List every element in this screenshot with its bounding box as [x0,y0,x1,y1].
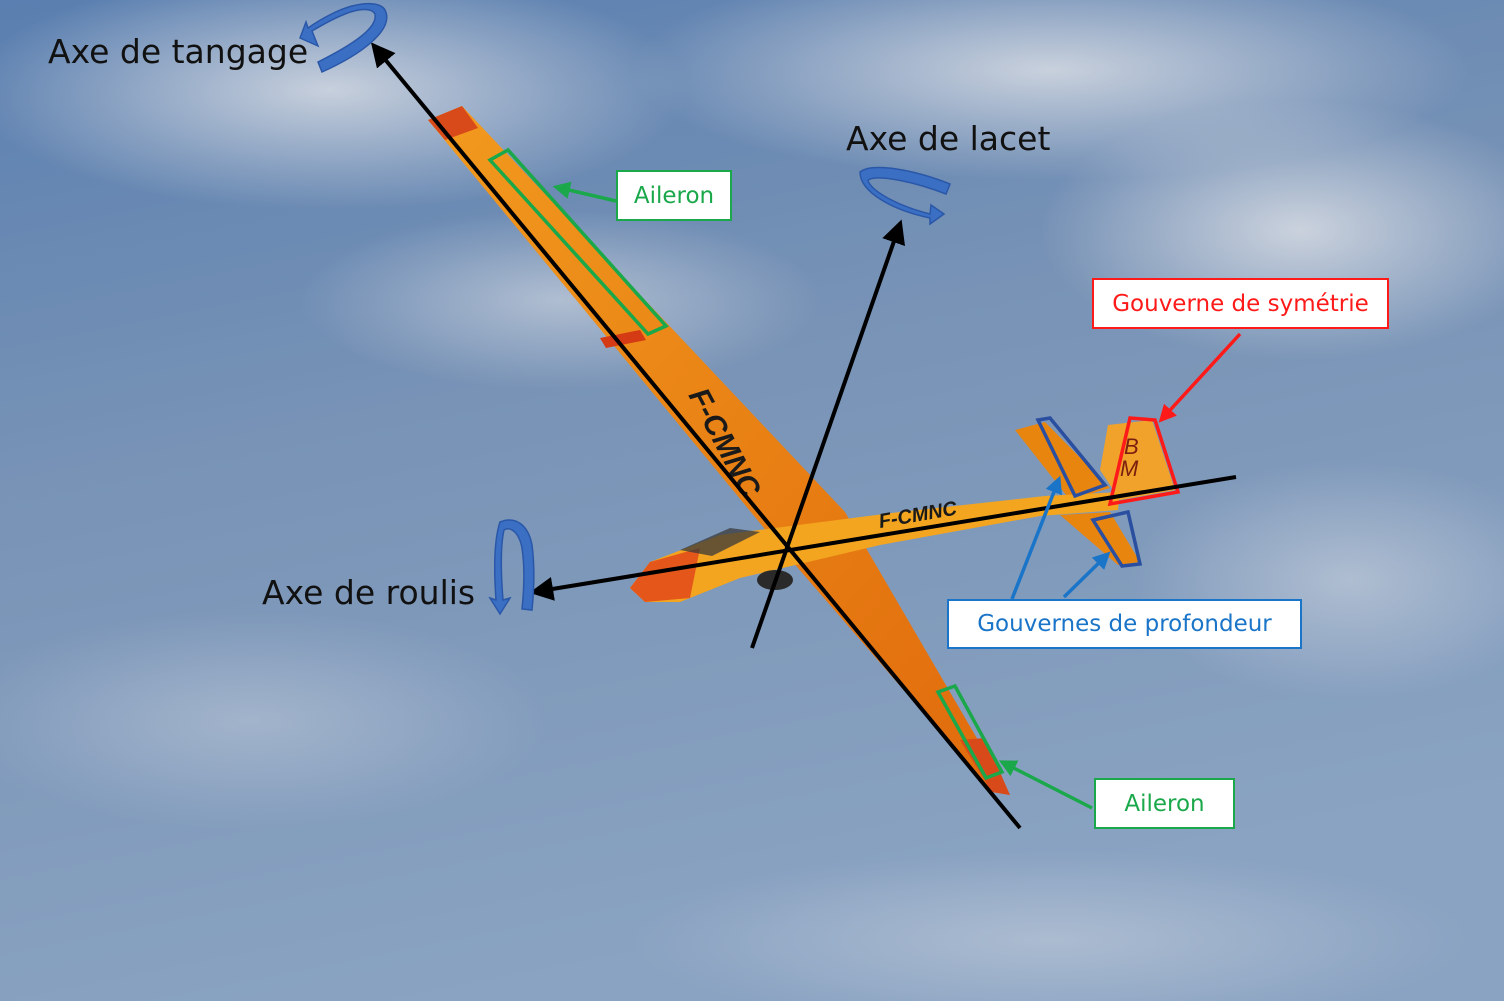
horizontal-stabilizer-upper [1015,422,1110,500]
elevator-upper-pointer [1010,475,1063,600]
aileron-top-callout: Aileron [616,170,732,221]
aileron-bottom-pointer [998,760,1093,810]
rudder-callout: Gouverne de symétrie [1092,278,1389,329]
rudder-pointer [1158,332,1242,423]
wing [428,106,1010,795]
pitch-axis-label: Axe de tangage [48,32,308,71]
wing-stripe [600,330,646,348]
fuselage-nose [630,548,700,602]
glider [428,106,1175,795]
canopy [680,528,760,556]
elevators-callout: Gouvernes de profondeur [947,599,1302,649]
fuselage [630,492,1120,602]
aileron-top-pointer [552,181,617,203]
aileron-bottom-callout: Aileron [1094,778,1235,829]
roll-axis-label: Axe de roulis [262,573,475,612]
yaw-axis [750,219,906,649]
aileron-top-outline [487,147,669,337]
wing-tip-top [428,106,478,140]
roll-rotation-arrow [488,519,535,616]
tail-letter-m: M [1120,456,1139,481]
vertical-fin [1100,420,1175,500]
pitch-axis [370,42,1022,830]
yaw-axis-label: Axe de lacet [846,119,1050,158]
roll-axis [529,475,1237,601]
elevator-lower-outline [1090,509,1143,568]
pitch-rotation-arrow [299,2,388,74]
yaw-rotation-arrow [859,166,951,226]
elevator-upper-outline [1035,416,1108,499]
horizontal-stabilizer-lower [1060,512,1140,565]
tail-letter-b: B [1124,434,1139,459]
elevator-lower-pointer [1062,551,1111,599]
rudder-outline [1107,416,1181,507]
